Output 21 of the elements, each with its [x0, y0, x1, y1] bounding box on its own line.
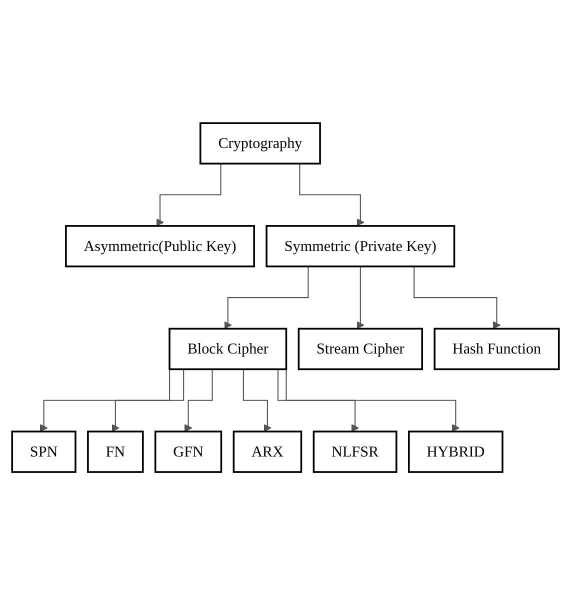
arrow — [224, 266, 309, 330]
node-box: NLFSR — [312, 431, 398, 474]
arrow — [277, 370, 359, 432]
arrow — [112, 370, 184, 432]
node-box: Asymmetric(Public Key) — [65, 225, 255, 268]
node-box: ARX — [232, 431, 302, 474]
node-box: HYBRID — [408, 431, 504, 474]
arrow — [299, 164, 364, 227]
node-box: GFN — [154, 431, 222, 474]
node-box: Block Cipher — [168, 328, 288, 371]
node-box: Hash Function — [434, 328, 560, 371]
arrow — [242, 370, 272, 432]
node-box: FN — [87, 431, 144, 474]
arrow — [156, 164, 222, 227]
node-box: Symmetric (Private Key) — [266, 225, 456, 268]
node-box: Cryptography — [200, 122, 321, 165]
arrow — [414, 266, 501, 330]
node-box: Stream Cipher — [298, 328, 424, 371]
arrow — [356, 266, 364, 330]
arrow — [184, 370, 213, 432]
node-box: SPN — [11, 431, 76, 474]
